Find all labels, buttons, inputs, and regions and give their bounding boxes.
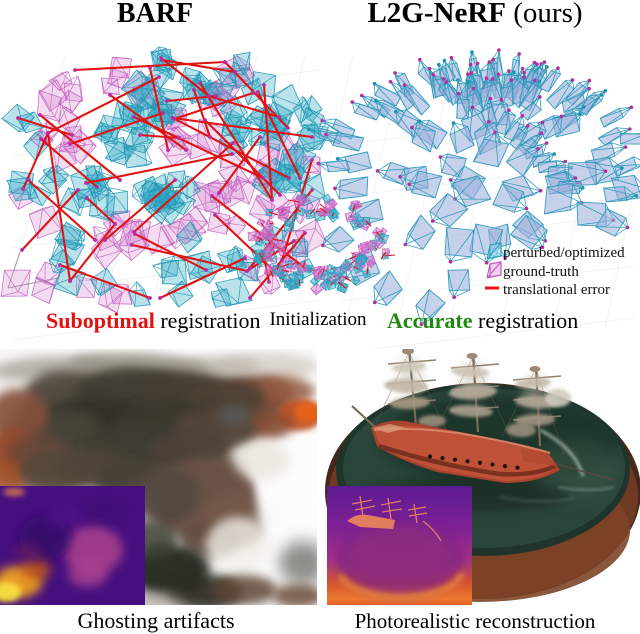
svg-text:Ghosting artifacts: Ghosting artifacts: [77, 608, 234, 633]
svg-text:Initialization: Initialization: [269, 309, 367, 330]
svg-text:L2G-NeRF (ours): L2G-NeRF (ours): [367, 0, 582, 29]
svg-text:Suboptimal registration: Suboptimal registration: [46, 308, 261, 333]
svg-text:perturbed/optimized: perturbed/optimized: [503, 245, 625, 261]
svg-text:translational error: translational error: [503, 282, 610, 298]
svg-text:Accurate registration: Accurate registration: [387, 308, 578, 333]
svg-text:BARF: BARF: [117, 0, 193, 29]
svg-text:Photorealistic reconstruction: Photorealistic reconstruction: [355, 609, 596, 633]
svg-text:ground-truth: ground-truth: [503, 264, 579, 280]
